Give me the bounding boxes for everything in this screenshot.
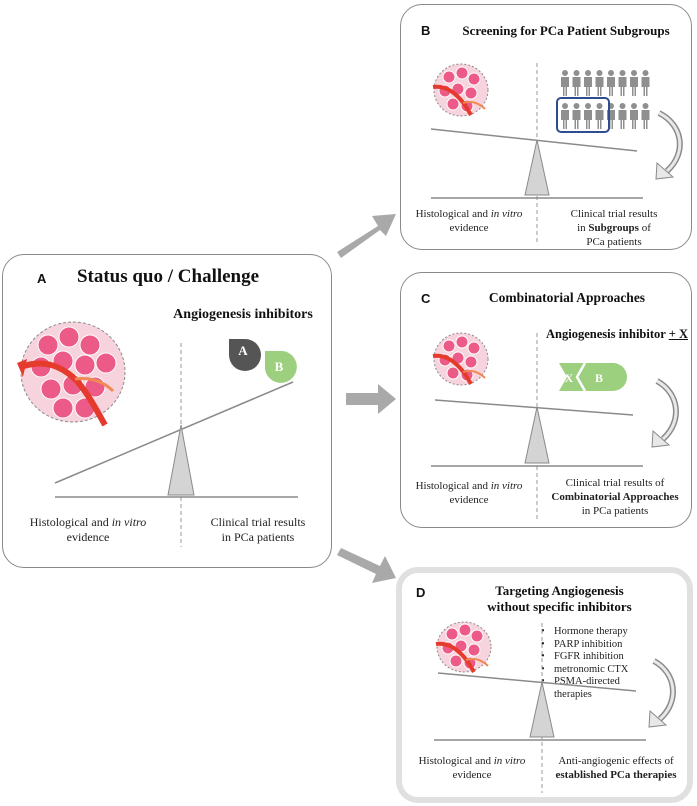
person-icon [584, 70, 592, 96]
scale-beam [434, 399, 634, 416]
scale-fulcrum [524, 139, 550, 196]
person-icon [641, 70, 650, 96]
panel-d-label: D [416, 585, 426, 600]
tumor-tissue-icon [432, 332, 489, 386]
person-icon [572, 70, 581, 96]
panel-a-label: A [37, 271, 47, 286]
svg-text:A: A [238, 343, 248, 358]
panel-c-label: C [421, 291, 431, 306]
tumor-tissue-icon [432, 63, 489, 117]
scale-fulcrum [529, 681, 555, 738]
person-icon [641, 103, 650, 129]
person-icon [618, 70, 627, 96]
panel-b-title: Screening for PCa Patient Subgroups [462, 23, 670, 38]
svg-text:X: X [565, 371, 574, 385]
panel-b-scale-illustration [430, 63, 683, 245]
panel-b-label: B [421, 23, 431, 38]
person-icon [595, 103, 604, 129]
therapy-list: Hormone therapy PARP inhibition FGFR inh… [540, 626, 670, 701]
person-icon [572, 103, 581, 129]
person-icon [561, 70, 569, 96]
person-icon [618, 103, 627, 129]
subgroup-highlight-box [556, 97, 610, 133]
arrow-to-d-icon [337, 548, 396, 583]
svg-text:B: B [275, 359, 284, 374]
scale-beam [430, 128, 638, 152]
person-icon [584, 103, 592, 129]
drug-b-icon: B [265, 351, 297, 383]
scale-fulcrum [167, 424, 195, 496]
tumor-tissue-icon [435, 621, 492, 674]
panel-c-subtitle: Angiogenesis inhibitor + X [546, 327, 688, 341]
arrow-to-b-icon [337, 214, 396, 258]
scale-fulcrum [524, 406, 550, 464]
panel-c-combinatorial: C Combinatorial Approaches Angiogenesis … [400, 272, 692, 528]
drug-a-icon: A [229, 339, 261, 371]
panel-b-screening: B Screening for PCa Patient Subgroups Hi… [400, 4, 692, 250]
tilt-arrow-icon [651, 378, 679, 448]
patient-group-icon [561, 70, 650, 129]
svg-text:B: B [595, 371, 603, 385]
person-icon [630, 70, 638, 96]
person-icon [561, 103, 569, 129]
panel-c-title: Combinatorial Approaches [488, 290, 646, 305]
list-item: metronomic CTX [540, 664, 670, 677]
panel-a-scale-illustration: A B [17, 321, 298, 547]
person-icon [630, 103, 638, 129]
list-item: FGFR inhibition [540, 651, 670, 664]
tumor-tissue-icon [17, 321, 126, 427]
list-item: PARP inhibition [540, 639, 670, 652]
tilt-arrow-icon [655, 110, 683, 180]
scale-beam [54, 381, 294, 484]
person-icon [607, 70, 615, 96]
list-item: Hormone therapy [540, 626, 670, 639]
panel-a-status-quo: A Status quo / Challenge Angiogenesis in… [2, 254, 332, 568]
panel-a-subtitle: Angiogenesis inhibitors [173, 307, 313, 322]
list-item: therapies [554, 688, 592, 700]
combination-drug-icon: X B [559, 362, 627, 392]
panel-a-title: Status quo / Challenge [76, 266, 260, 287]
tilt-arrow-icon [648, 658, 676, 728]
person-icon [595, 70, 604, 96]
scale-beam [437, 672, 637, 692]
panel-c-scale-illustration: X B [431, 332, 679, 521]
panel-d-scale-illustration [434, 621, 676, 793]
arrow-to-c-icon [346, 384, 396, 414]
